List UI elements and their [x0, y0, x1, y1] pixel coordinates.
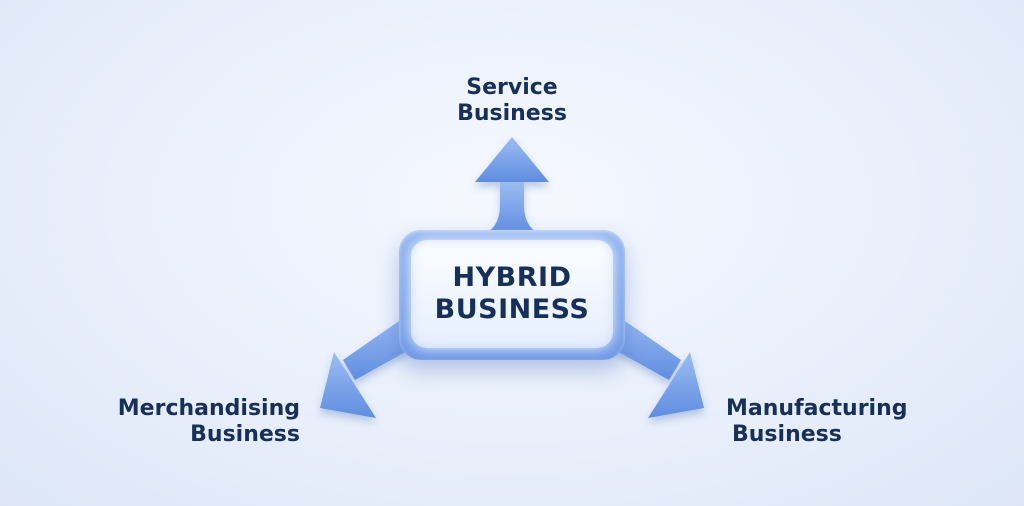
hybrid-business-hub: HYBRID BUSINESS	[399, 230, 625, 360]
service-label-line1: Service	[466, 75, 558, 100]
arrow-up	[475, 137, 549, 236]
merchandising-label-line2: Business	[190, 422, 300, 447]
service-label-line2: Business	[457, 101, 567, 126]
manufacturing-label-line1: Manufacturing	[726, 396, 908, 421]
merchandising-business-label: Merchandising Business	[60, 396, 300, 448]
hub-title-line2: BUSINESS	[434, 294, 590, 325]
manufacturing-label-line2: Business	[732, 422, 842, 447]
service-business-label: Service Business	[432, 75, 592, 127]
hub-title-line1: HYBRID	[452, 262, 572, 293]
manufacturing-business-label: Manufacturing Business	[726, 396, 986, 448]
merchandising-label-line1: Merchandising	[117, 396, 300, 421]
hub-face: HYBRID BUSINESS	[411, 240, 613, 348]
